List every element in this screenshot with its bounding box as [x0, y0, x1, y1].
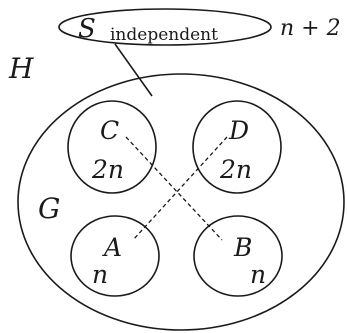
set-b-label: B — [233, 233, 252, 262]
set-b-size: n — [250, 260, 266, 289]
set-d-size: 2n — [219, 155, 252, 184]
graph-h-label: H — [8, 52, 34, 85]
set-d-ellipse — [192, 100, 282, 194]
set-c-label: C — [100, 116, 119, 145]
set-s-label: S — [78, 14, 96, 44]
set-a-ellipse — [70, 215, 160, 297]
connector-line — [114, 43, 153, 97]
set-d-label: D — [228, 116, 249, 145]
graph-g-ellipse — [17, 73, 345, 331]
graph-g-label: G — [38, 192, 60, 225]
edge-d-a — [132, 136, 228, 241]
set-s-subscript: independent — [110, 25, 218, 45]
edge-c-b — [125, 136, 223, 241]
set-c-size: 2n — [91, 155, 124, 184]
set-a-label: A — [102, 233, 122, 262]
set-s-size: n + 2 — [280, 16, 341, 41]
set-a-size: n — [92, 260, 108, 289]
set-c-ellipse — [67, 100, 157, 194]
set-b-ellipse — [193, 215, 283, 297]
independent-set-ellipse — [58, 8, 272, 46]
